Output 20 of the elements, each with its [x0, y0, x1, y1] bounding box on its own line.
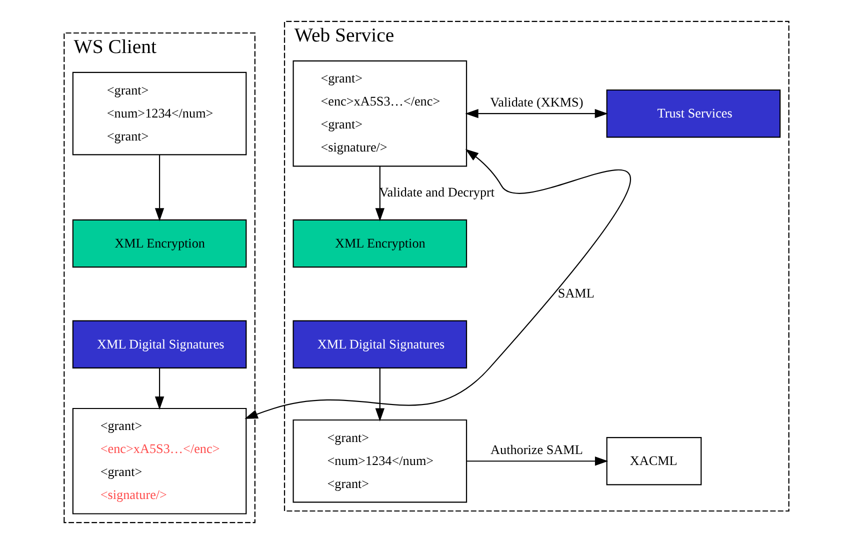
arrow	[244, 148, 630, 419]
edge-label: SAML	[558, 285, 594, 300]
node-box: <grant> <num>1234</num> <grant>	[292, 419, 468, 503]
node-box: XACML	[606, 437, 702, 486]
arrow	[375, 166, 385, 222]
node-box: Trust Services	[606, 89, 781, 138]
node-box: XML Digital Signatures	[72, 320, 247, 368]
arrow	[465, 108, 608, 118]
node-box: XML Encryption	[292, 219, 468, 268]
arrow	[154, 154, 164, 222]
node-box: XML Encryption	[72, 219, 247, 268]
node-box: <grant> <enc>xA5S3…</enc> <grant> <signature/>	[72, 408, 247, 514]
edge-label: Authorize SAML	[490, 442, 583, 458]
node-box: XML Digital Signatures	[292, 320, 468, 368]
edge-label: Validate (XKMS)	[490, 94, 584, 110]
node-box: <grant> <num>1234</num> <grant>	[72, 72, 247, 156]
arrow	[375, 368, 385, 422]
node-box: <grant> <enc>xA5S3…</enc> <grant> <signature/>	[292, 60, 468, 167]
arrow	[466, 456, 608, 466]
arrow	[154, 368, 164, 410]
